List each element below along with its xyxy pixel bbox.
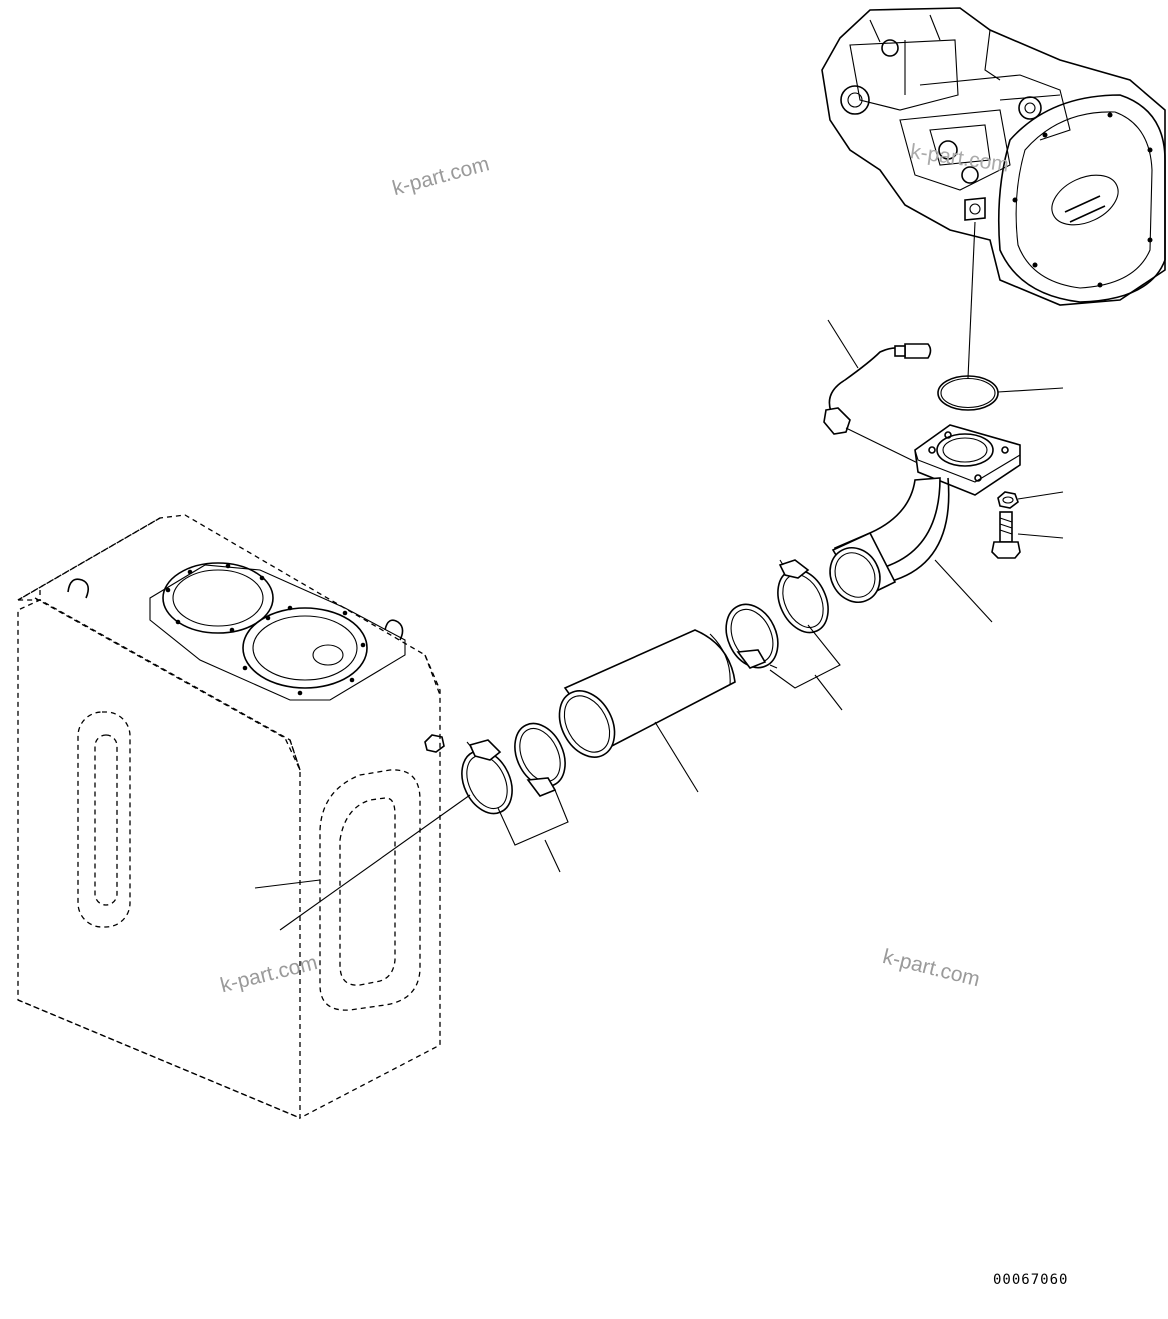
suction-hose bbox=[558, 629, 736, 793]
washer bbox=[997, 491, 1064, 509]
drawing-number: 00067060 bbox=[993, 1272, 1069, 1288]
bolt bbox=[991, 511, 1064, 559]
temperature-sensor bbox=[823, 319, 933, 471]
o-ring bbox=[937, 375, 1064, 411]
suction-elbow-pipe bbox=[829, 424, 1021, 623]
hose-clamp-left-pair bbox=[254, 722, 569, 931]
hydraulic-pump bbox=[821, 7, 1166, 379]
hose-clamp-right-pair bbox=[725, 559, 843, 711]
hydraulic-tank bbox=[15, 514, 445, 1120]
